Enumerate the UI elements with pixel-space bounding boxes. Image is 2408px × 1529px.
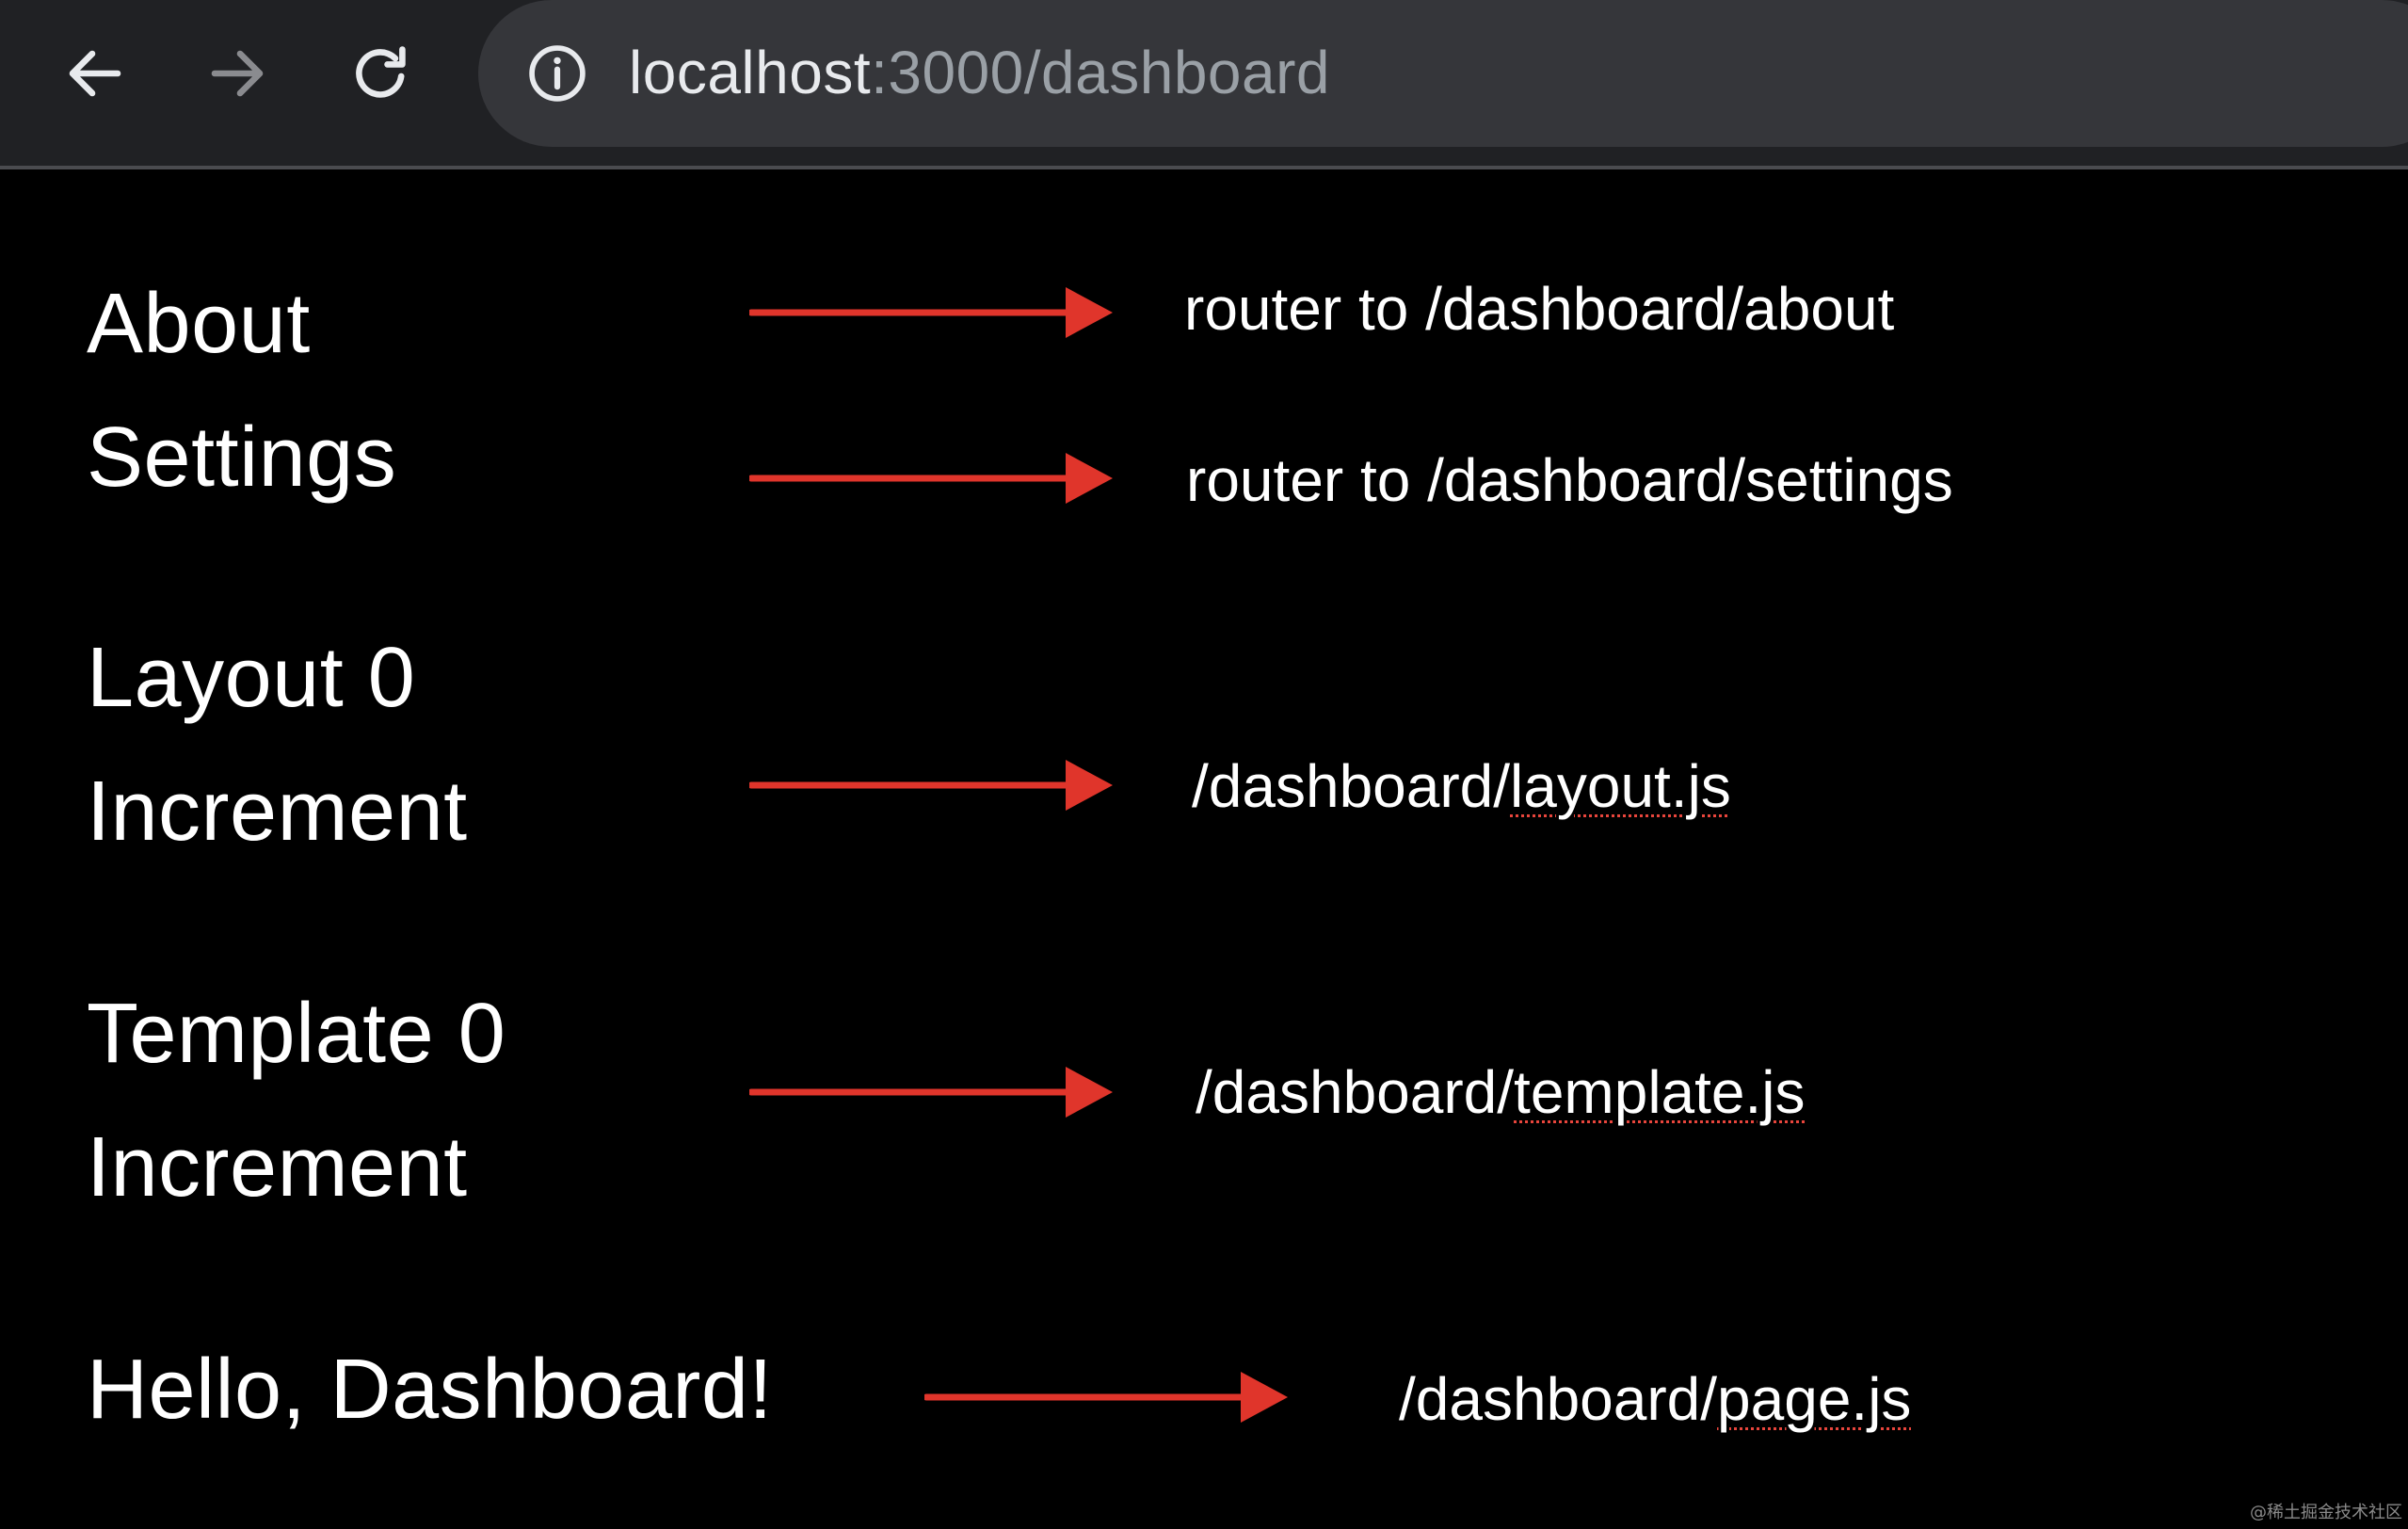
url-host: localhost: [629, 39, 872, 106]
layout-increment-wrapper: Increment: [87, 764, 468, 859]
template-counter: Template 0: [87, 987, 506, 1081]
url-text: localhost:3000/dashboard: [629, 34, 1330, 111]
arrow-left-icon: [69, 50, 121, 97]
template-increment-button[interactable]: Increment: [87, 1120, 468, 1215]
annotation-template-prefix: /dashboard/: [1196, 1058, 1515, 1126]
annotation-settings: router to /dashboard/settings: [1186, 446, 1953, 514]
back-button[interactable]: [57, 36, 133, 111]
annotation-page-file: page.js: [1717, 1365, 1912, 1433]
annotation-layout-file: layout.js: [1510, 752, 1731, 820]
annotation-template: /dashboard/template.js: [1196, 1054, 1806, 1130]
annotation-about: router to /dashboard/about: [1184, 275, 1895, 343]
forward-button[interactable]: [200, 36, 275, 111]
annotation-page-prefix: /dashboard/: [1399, 1365, 1718, 1433]
annotation-layout-prefix: /dashboard/: [1192, 752, 1511, 820]
about-link[interactable]: About: [87, 277, 311, 371]
arrow-right-icon: [211, 50, 264, 97]
template-increment-wrapper: Increment: [87, 1120, 468, 1215]
site-info-button[interactable]: [525, 41, 589, 105]
annotation-arrow-page: [924, 1372, 1288, 1423]
annotation-page: /dashboard/page.js: [1399, 1361, 1911, 1437]
reload-button[interactable]: [343, 36, 418, 111]
annotation-layout: /dashboard/layout.js: [1192, 748, 1731, 824]
annotation-arrow-template: [749, 1067, 1113, 1118]
reload-icon: [356, 46, 406, 98]
annotation-arrow-about: [749, 287, 1113, 338]
annotation-template-file: template.js: [1514, 1058, 1806, 1126]
info-icon: [529, 45, 586, 102]
address-bar[interactable]: localhost:3000/dashboard: [478, 0, 2408, 147]
layout-counter: Layout 0: [87, 631, 416, 725]
watermark: @稀土掘金技术社区: [2250, 1503, 2402, 1522]
settings-link[interactable]: Settings: [87, 410, 397, 505]
browser-toolbar: localhost:3000/dashboard: [0, 0, 2408, 166]
annotation-arrow-layout: [749, 760, 1113, 811]
layout-increment-button[interactable]: Increment: [87, 764, 468, 859]
url-path: :3000/dashboard: [871, 39, 1330, 106]
page-heading: Hello, Dashboard!: [87, 1343, 773, 1437]
annotation-arrow-settings: [749, 453, 1113, 504]
toolbar-divider: [0, 166, 2408, 169]
